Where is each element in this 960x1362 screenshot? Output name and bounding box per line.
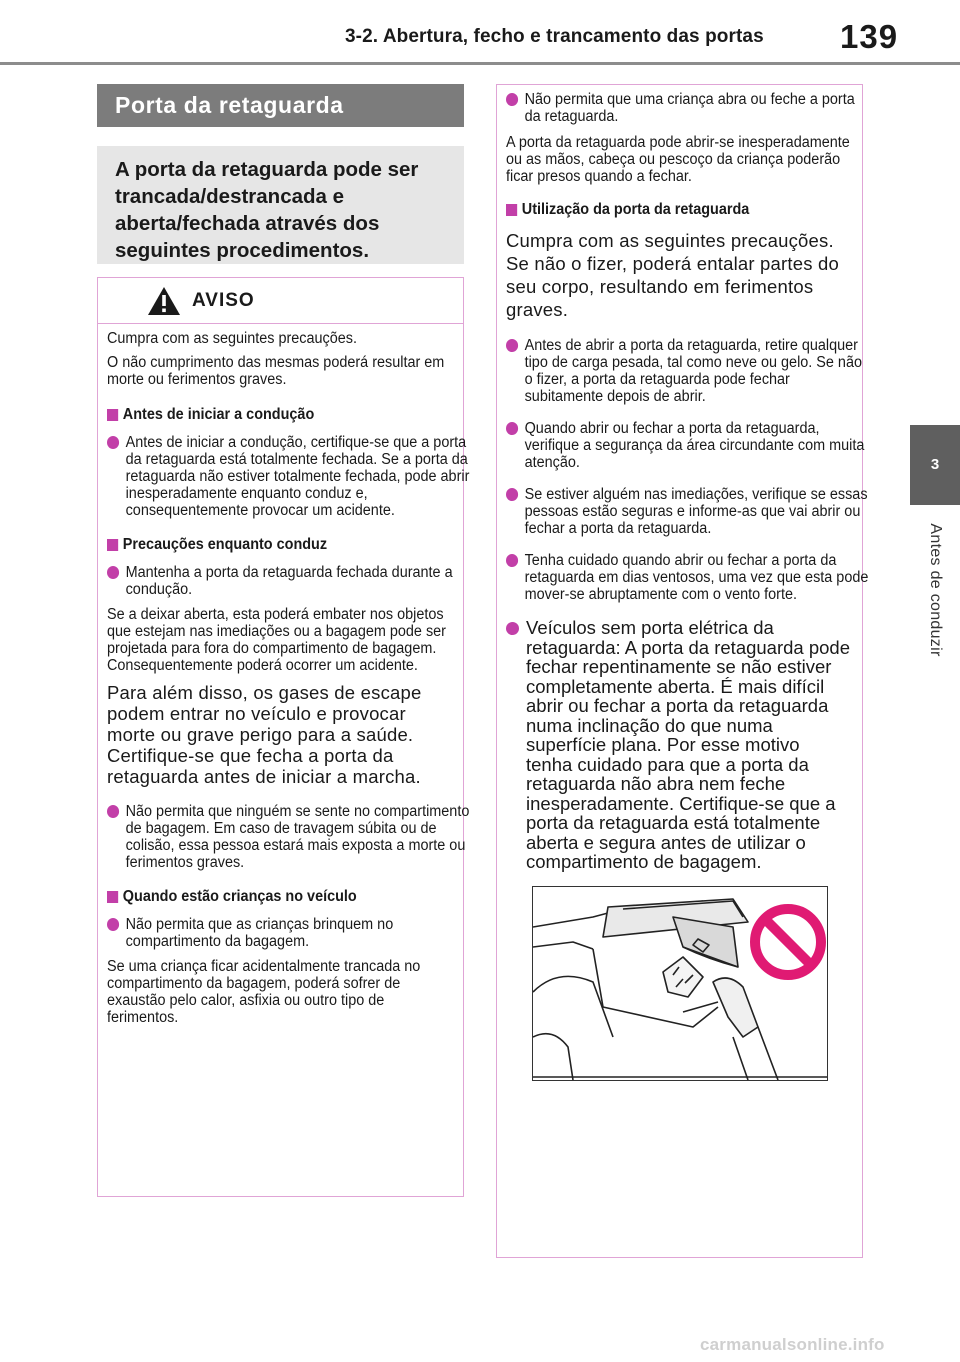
- right-subheading-1: Utilização da porta da retaguarda: [506, 201, 867, 219]
- warning-intro-2: O não cumprimento das mesmas poderá resu…: [107, 354, 445, 388]
- header-rule: [0, 62, 960, 65]
- footer-watermark[interactable]: carmanualsonline.info: [700, 1335, 885, 1354]
- tailgate-illustration: [532, 885, 828, 1081]
- right-bullet-6: Veículos sem porta elétrica da retaguard…: [506, 618, 850, 872]
- warning-paragraph-4: Se uma criança ficar acidentalmente tran…: [107, 958, 421, 1026]
- warning-title: AVISO: [192, 289, 255, 311]
- right-big-paragraph: Cumpra com as seguintes precauções. Se n…: [506, 230, 839, 320]
- warning-bullet-2: Mantenha a porta da retaguarda fechada d…: [107, 564, 471, 598]
- page-header-title: 3-2. Abertura, fecho e trancamento das p…: [345, 26, 764, 47]
- warning-paragraph-2b: Para além disso, os gases de escape pode…: [107, 682, 422, 787]
- warning-intro-1: Cumpra com as seguintes precauções.: [107, 330, 357, 347]
- chapter-tab[interactable]: 3: [910, 425, 960, 505]
- warning-triangle-icon: [148, 286, 180, 315]
- warning-bullet-4: Não permita que as crianças brinquem no …: [107, 916, 471, 950]
- right-paragraph-1: A porta da retaguarda pode abrir-se ines…: [506, 134, 850, 185]
- warning-body: Cumpra com as seguintes precauções. O nã…: [98, 324, 469, 1026]
- warning-paragraph-2a: Se a deixar aberta, esta poderá embater …: [107, 606, 446, 674]
- warning-subheading-3: Quando estão crianças no veículo: [107, 888, 468, 906]
- intro-box: A porta da retaguarda pode ser trancada/…: [97, 146, 464, 264]
- prohibition-icon: [750, 903, 826, 980]
- right-bullet-5: Tenha cuidado quando abrir ou fechar a p…: [506, 552, 870, 603]
- warning-bullet-3: Não permita que ninguém se sente no comp…: [107, 803, 471, 871]
- section-title: Porta da retaguarda: [97, 84, 464, 127]
- warning-subheading-1: Antes de iniciar a condução: [107, 406, 468, 424]
- warning-box: AVISO Cumpra com as seguintes precauções…: [97, 277, 469, 1197]
- warning-header: AVISO: [98, 278, 463, 324]
- right-bullet-1: Não permita que uma criança abra ou fech…: [506, 91, 870, 125]
- page-number: 139: [840, 18, 899, 55]
- warning-bullet-1: Antes de iniciar a condução, certifique-…: [107, 434, 471, 519]
- tailgate-warning-illustration: [533, 897, 827, 1080]
- warning-subheading-2: Precauções enquanto conduz: [107, 536, 468, 554]
- right-bullet-4: Se estiver alguém nas imediações, verifi…: [506, 486, 870, 537]
- right-column-box: Não permita que uma criança abra ou fech…: [496, 84, 868, 1258]
- chapter-label: Antes de conduzir: [927, 523, 944, 657]
- right-bullet-2: Antes de abrir a porta da retaguarda, re…: [506, 337, 870, 405]
- right-bullet-3: Quando abrir ou fechar a porta da retagu…: [506, 420, 870, 471]
